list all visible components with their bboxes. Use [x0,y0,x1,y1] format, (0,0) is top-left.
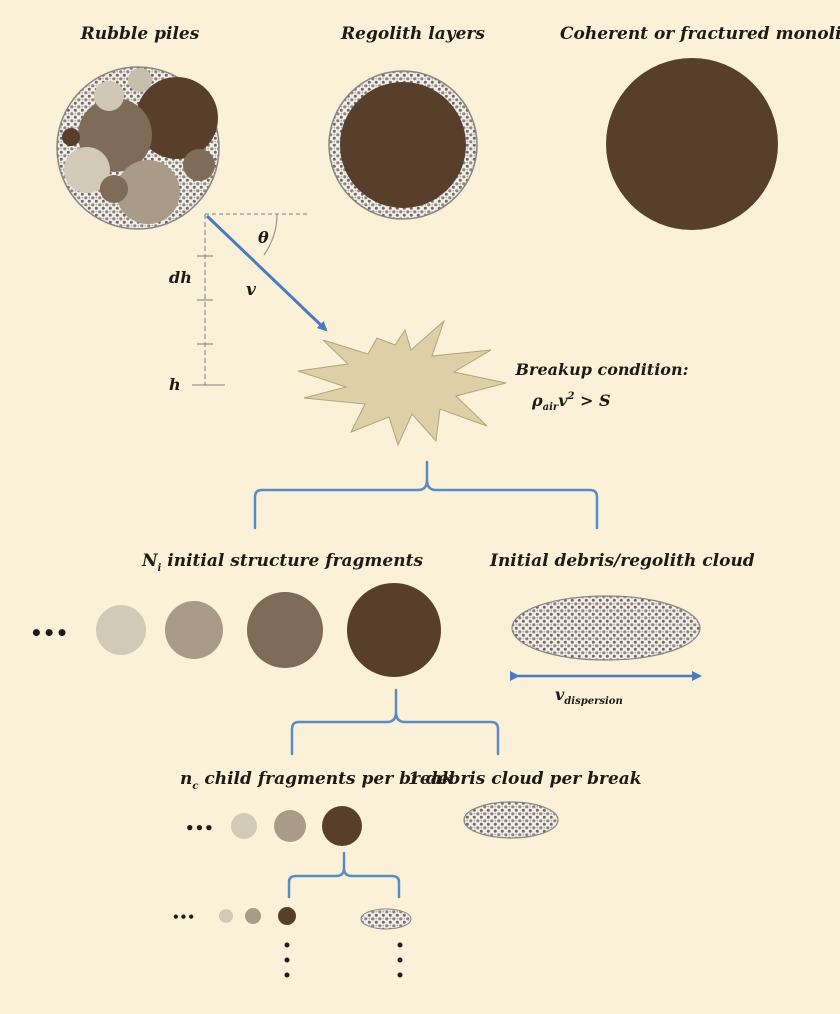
rho-subscript: air [543,402,559,413]
child-cloud-label: 1 debris cloud per break [408,769,642,789]
fragment-circle [165,601,223,659]
nc-symbol: n [180,769,192,789]
velocity-exponent: 2 [566,391,574,402]
entry-geometry: θ dh v h [169,214,326,394]
fragment-circle [96,605,146,655]
theta-label: θ [258,228,269,247]
regolith-layers-label: Regolith layers [340,24,485,44]
rubble-pile-body [57,67,219,229]
rubble-piles-label: Rubble piles [80,24,200,44]
monolith-body [606,58,778,230]
split-bracket [292,690,498,754]
rubble-boulder [94,81,124,111]
fragment-circle [347,583,441,677]
debris-cloud [361,909,411,929]
fragment-circle [245,908,261,924]
initial-fragments-text: initial structure fragments [161,551,423,571]
fragment-circle [247,592,323,668]
breakup-condition-formula: ρairv2 > S [531,391,611,413]
regolith-layer-body [329,71,477,219]
continuation-dots [285,943,403,978]
h-label: h [169,375,181,394]
rubble-boulder [183,149,215,181]
N-symbol: N [141,551,159,571]
split-bracket [289,853,399,897]
more-fragments-ellipsis: ••• [172,910,195,924]
breakup-condition-label: Breakup condition: [515,360,689,379]
initial-cloud-label: Initial debris/regolith cloud [489,551,755,571]
dh-label: dh [169,268,192,287]
fragment-circle [231,813,257,839]
fragment-circle [274,810,306,842]
initial-fragments-label: Ni initial structure fragments [141,551,423,574]
more-fragments-ellipsis: ••• [30,621,68,645]
more-fragments-ellipsis: ••• [185,819,214,837]
v-label: v [246,280,257,300]
breakup-burst-icon [298,321,506,445]
rho-symbol: ρ [531,391,543,410]
rubble-boulder [100,175,128,203]
fragment-circle [322,806,362,846]
dispersion-subscript: dispersion [564,696,622,707]
rubble-boulder [128,68,152,92]
debris-cloud [464,802,558,838]
fragment-circle [219,909,233,923]
dispersion-velocity-label: vdispersion [555,685,623,707]
debris-cloud [512,596,700,660]
fragment-circle [278,907,296,925]
rubble-boulder [62,128,80,146]
split-bracket [255,462,597,528]
regolith-core [340,82,466,208]
monolith-label: Coherent or fractured monoliths [560,24,840,44]
strength-inequality: > S [574,391,610,410]
